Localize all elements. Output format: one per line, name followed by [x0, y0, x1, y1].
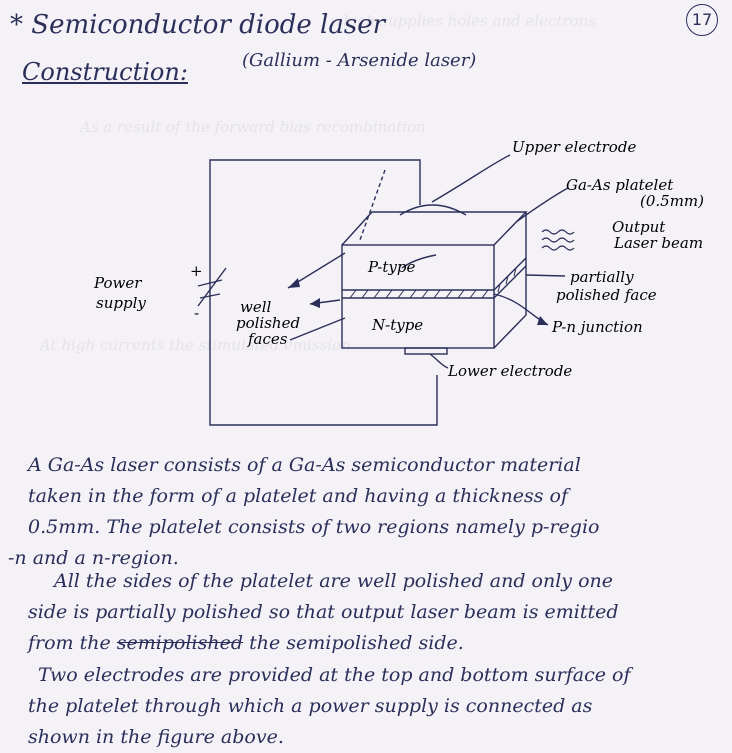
text-line: All the sides of the platelet are well p…	[54, 570, 613, 592]
label-partially: partially	[570, 268, 634, 286]
struck-word: semipolished	[116, 632, 244, 654]
leader-partially	[525, 274, 566, 277]
label-well: well	[240, 298, 272, 316]
leader-upper-electrode	[431, 154, 511, 203]
label-lower-electrode: Lower electrode	[447, 362, 572, 380]
platelet-side	[493, 212, 527, 349]
text-line: shown in the figure above.	[28, 726, 284, 748]
label-plus: +	[190, 262, 203, 280]
label-n-type: N-type	[371, 316, 423, 334]
text-fragment: the semipolished side.	[249, 632, 464, 654]
paragraph-1: A Ga-As laser consists of a Ga-As semico…	[8, 450, 600, 574]
text-fragment: from the	[28, 632, 111, 654]
label-minus: -	[194, 304, 199, 322]
leader-ptype	[401, 254, 437, 269]
text-line: taken in the form of a platelet and havi…	[28, 485, 568, 507]
text-line: 0.5mm. The platelet consists of two regi…	[28, 516, 600, 538]
paragraph-2: All the sides of the platelet are well p…	[28, 566, 619, 659]
text-line: Two electrodes are provided at the top a…	[38, 664, 631, 686]
bleed-text: which supplies holes and electrons	[330, 12, 596, 30]
laser-beam	[541, 229, 575, 251]
text-line: side is partially polished so that outpu…	[28, 601, 619, 623]
circuit-wire	[209, 159, 438, 426]
label-platelet-thickness: (0.5mm)	[640, 192, 704, 210]
label-faces: faces	[247, 330, 288, 348]
label-output: Output	[612, 218, 666, 236]
label-polished: polished	[236, 314, 300, 332]
label-upper-electrode: Upper electrode	[512, 138, 636, 156]
label-polished-face: polished face	[556, 286, 657, 304]
leader-lower	[429, 353, 449, 369]
paragraph-3: Two electrodes are provided at the top a…	[28, 660, 631, 753]
battery-arrow	[197, 267, 227, 307]
platelet-top	[341, 211, 528, 246]
text-line: the platelet through which a power suppl…	[28, 695, 593, 717]
page-subtitle: (Gallium - Arsenide laser)	[242, 50, 477, 71]
text-line: A Ga-As laser consists of a Ga-As semico…	[28, 454, 581, 476]
lower-electrode	[404, 347, 448, 355]
bleed-text: At high currents the stimulated emission	[40, 336, 351, 354]
label-pn-junction: P-n junction	[551, 318, 643, 336]
bleed-text: As a result of the forward bias recombin…	[80, 118, 426, 136]
text-line: from the semipolished the semipolished s…	[28, 628, 619, 659]
label-power: Power	[93, 274, 142, 292]
label-p-type: P-type	[367, 258, 415, 276]
page-number: 17	[686, 4, 718, 36]
section-heading: Construction:	[22, 58, 188, 86]
battery-plate	[197, 279, 223, 287]
label-laser-beam: Laser beam	[613, 234, 703, 252]
leader-platelet	[515, 187, 569, 223]
battery-plate	[199, 293, 221, 299]
label-supply: supply	[96, 294, 146, 312]
upper-electrode	[399, 204, 467, 216]
label-platelet: Ga-As platelet	[566, 176, 674, 194]
page-title: * Semiconductor diode laser	[10, 10, 386, 40]
text-line: -n and a n-region.	[8, 547, 179, 569]
